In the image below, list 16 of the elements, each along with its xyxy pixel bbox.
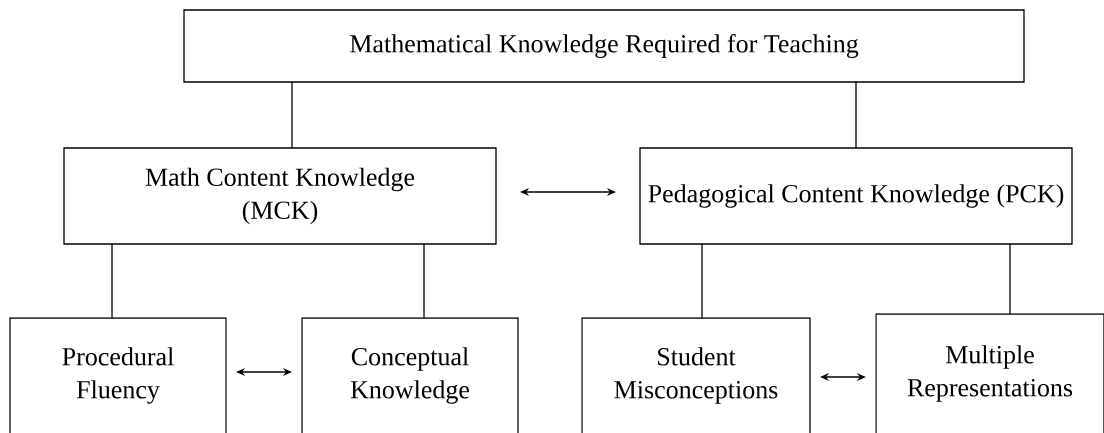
connector-line	[1009, 243, 1011, 315]
connector-line	[291, 81, 293, 149]
connector-line	[423, 243, 425, 319]
concept-box: Conceptual Knowledge	[301, 317, 519, 433]
concept-box: Multiple Representations	[875, 313, 1104, 433]
concept-box: Mathematical Knowledge Required for Teaching	[183, 9, 1025, 83]
concept-box: Pedagogical Content Knowledge (PCK)	[639, 147, 1073, 245]
connector-line	[111, 243, 113, 319]
connector-line	[855, 81, 857, 149]
concept-box: Student Misconceptions	[581, 317, 811, 433]
arrow	[520, 187, 616, 197]
arrow	[236, 367, 292, 377]
concept-box: Math Content Knowledge (MCK)	[63, 147, 497, 245]
concept-box: Procedural Fluency	[9, 317, 227, 433]
connector-line	[701, 243, 703, 319]
arrow	[820, 372, 866, 382]
